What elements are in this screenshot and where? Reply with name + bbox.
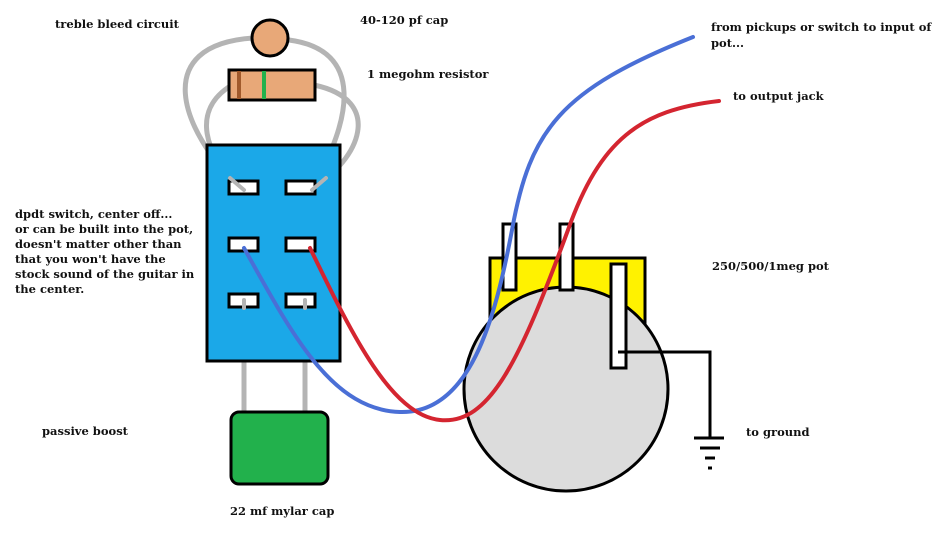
switch-lug xyxy=(284,292,317,309)
dpdt-switch xyxy=(205,143,342,363)
label-dpdt-line3: doesn't matter other than xyxy=(15,237,182,251)
resistor xyxy=(227,68,317,102)
label-to-ground: to ground xyxy=(746,425,810,439)
label-cap-40-120: 40-120 pf cap xyxy=(360,13,449,27)
label-resistor: 1 megohm resistor xyxy=(367,67,489,81)
resistor-band-brown xyxy=(237,71,241,99)
label-pot: 250/500/1meg pot xyxy=(712,259,829,273)
switch-lug xyxy=(284,236,317,253)
label-dpdt-line1: dpdt switch, center off... xyxy=(15,207,173,221)
red-wire xyxy=(308,99,721,423)
lug-wire-end xyxy=(310,176,328,192)
label-dpdt-line2: or can be built into the pot, xyxy=(15,222,194,236)
label-dpdt-line5: stock sound of the guitar in xyxy=(15,267,195,281)
label-from-pickups-line2: pot... xyxy=(711,36,745,50)
pot-lug-ground xyxy=(609,262,628,370)
switch-lug xyxy=(284,179,317,196)
label-treble-bleed: treble bleed circuit xyxy=(55,17,179,31)
label-dpdt-line6: the center. xyxy=(15,282,85,296)
lug-wire-end xyxy=(228,176,246,192)
blue-wire xyxy=(242,35,695,415)
resistor-band-green xyxy=(262,71,266,99)
bleed-capacitor xyxy=(250,18,290,58)
label-from-pickups-line1: from pickups or switch to input of xyxy=(711,20,932,34)
mylar-capacitor xyxy=(229,410,330,486)
ground-wire xyxy=(618,350,724,470)
label-passive-boost: passive boost xyxy=(42,424,128,438)
label-to-output-jack: to output jack xyxy=(733,89,824,103)
pot-lug-input xyxy=(501,222,518,292)
label-dpdt-line4: that you won't have the xyxy=(15,252,166,266)
label-mylar-cap: 22 mf mylar cap xyxy=(230,504,335,518)
